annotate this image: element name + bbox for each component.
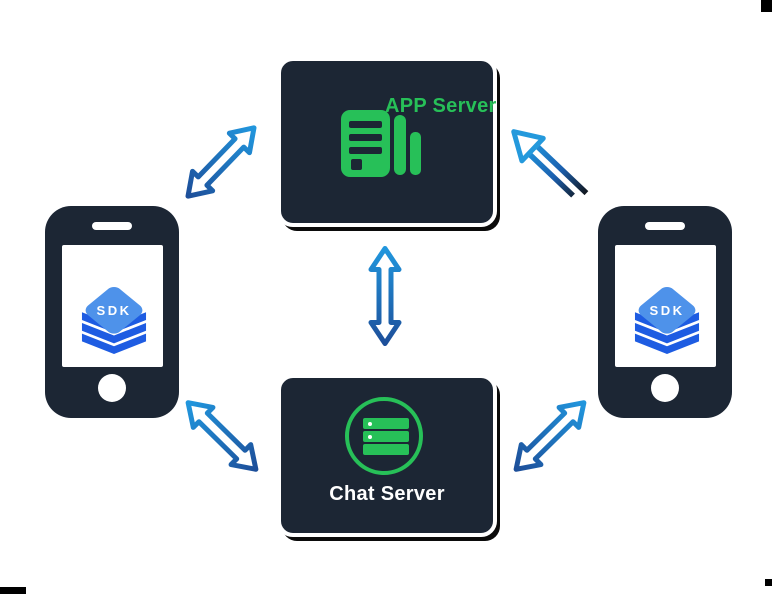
double-arrow-phone-left-app-server [185, 125, 257, 199]
sdk-stack-icon: SDK [634, 287, 700, 354]
double-arrow-phone-right-chat-server [513, 400, 587, 472]
app-server-label: APP Server [385, 95, 497, 117]
crop-mark-bottom-right [765, 579, 772, 586]
crop-mark-bottom-left [0, 587, 26, 594]
double-arrow-phone-left-chat-server [185, 400, 259, 472]
phone-left: SDK [45, 206, 179, 418]
phone-right: SDK [598, 206, 732, 418]
sdk-badge-text: SDK [650, 303, 685, 318]
single-arrow-phone-right-app-server [511, 129, 589, 198]
server-rack-bars [363, 418, 409, 457]
sdk-stack-icon: SDK [81, 287, 147, 354]
phone-speaker [645, 222, 685, 230]
sdk-badge-text: SDK [97, 303, 132, 318]
crop-mark-top-right [761, 0, 772, 12]
phone-speaker [92, 222, 132, 230]
app-server-node: APP Server [277, 57, 497, 227]
chat-server-label: Chat Server [329, 483, 445, 505]
phone-home-button [98, 374, 126, 402]
server-rack-icon [345, 397, 423, 475]
double-arrow-app-server-chat-server [368, 246, 402, 346]
server-tower-icon [341, 110, 421, 178]
chat-server-node: Chat Server [277, 374, 497, 537]
phone-home-button [651, 374, 679, 402]
